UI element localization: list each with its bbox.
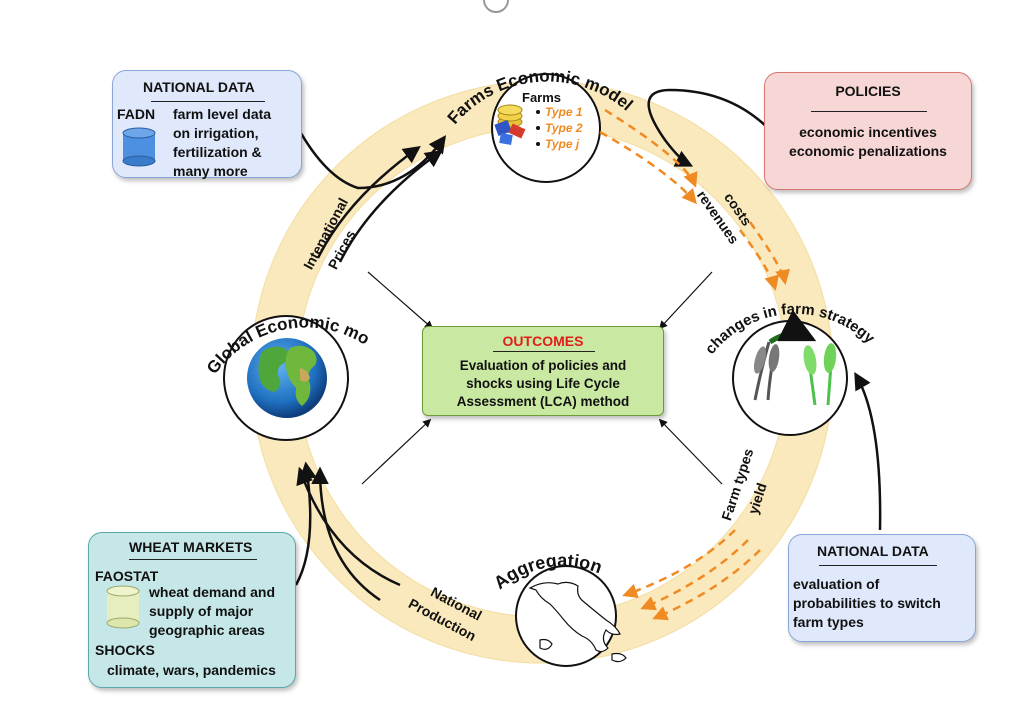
- policies-title: POLICIES: [835, 83, 901, 99]
- arrow-national-to-strategy: [854, 371, 882, 531]
- arrow-fadn-to-farms: [296, 127, 447, 190]
- national-data-bottom-text: evaluation of probabilities to switch fa…: [793, 576, 941, 630]
- arrow-production-to-global-1: [296, 466, 401, 587]
- national-data-top-text: farm level data on irrigation, fertiliza…: [173, 106, 272, 179]
- shocks-title: SHOCKS: [95, 642, 155, 658]
- national-data-bottom-box: NATIONAL DATA evaluation of probabilitie…: [788, 534, 976, 642]
- dashed-arrow-types-to-aggregation-1: [622, 529, 736, 599]
- arrow-policies-to-farms: [647, 88, 771, 167]
- national-data-top-title: NATIONAL DATA: [143, 79, 255, 95]
- wheat-markets-text: wheat demand and supply of major geograp…: [149, 584, 276, 638]
- faostat-label: FAOSTAT: [95, 568, 159, 584]
- globe-icon: [247, 338, 327, 418]
- farm-type-2: Type 2: [545, 121, 583, 135]
- fadn-label: FADN: [117, 106, 156, 122]
- farms-title: Farms: [522, 90, 561, 105]
- dashed-arrow-farms-to-strategy-2: [599, 130, 697, 205]
- wheat-icon: [753, 309, 837, 406]
- wheat-markets-title: WHEAT MARKETS: [129, 539, 253, 555]
- policies-text: economic incentives economic penalizatio…: [789, 124, 947, 159]
- outcomes-text: Evaluation of policies and shocks using …: [456, 358, 630, 409]
- farm-type-j: Type j: [545, 137, 580, 151]
- national-data-bottom-title: NATIONAL DATA: [817, 543, 929, 559]
- shocks-text: climate, wars, pandemics: [107, 662, 276, 678]
- farm-type-1: Type 1: [545, 105, 583, 119]
- database-icon-wheat: [106, 585, 140, 629]
- arrow-bottomleft-to-outcomes: [361, 418, 432, 485]
- national-data-top-box: NATIONAL DATA FADN farm level data on ir…: [112, 70, 302, 179]
- italy-map-icon: [528, 581, 627, 663]
- arrow-global-to-farms-2: [338, 149, 443, 263]
- top-partial-circle: [483, 0, 509, 13]
- arrow-topright-to-outcomes: [658, 271, 713, 330]
- wheat-markets-box: WHEAT MARKETS FAOSTAT wheat demand and s…: [88, 532, 296, 688]
- arrow-topleft-to-outcomes: [367, 271, 434, 330]
- dashed-arrow-costs-to-strategy-1: [738, 229, 780, 291]
- arrow-global-to-farms-1: [316, 145, 421, 259]
- dashed-arrow-farms-to-strategy-1: [604, 108, 698, 188]
- farms-node-circle: [491, 73, 601, 183]
- database-icon: [122, 127, 156, 167]
- outcomes-title: OUTCOMES: [502, 333, 584, 349]
- dashed-arrow-types-to-aggregation-2: [640, 539, 749, 611]
- arrow-production-to-global-2: [311, 466, 381, 602]
- farm-stack-icon: [494, 104, 526, 145]
- dashed-arrow-types-to-aggregation-3: [652, 549, 761, 621]
- outcomes-box: OUTCOMES Evaluation of policies and shoc…: [422, 326, 664, 416]
- arrow-bottomright-to-outcomes: [658, 418, 723, 485]
- policies-box: POLICIES economic incentives economic pe…: [764, 72, 972, 190]
- dashed-arrow-costs-to-strategy-2: [748, 221, 790, 285]
